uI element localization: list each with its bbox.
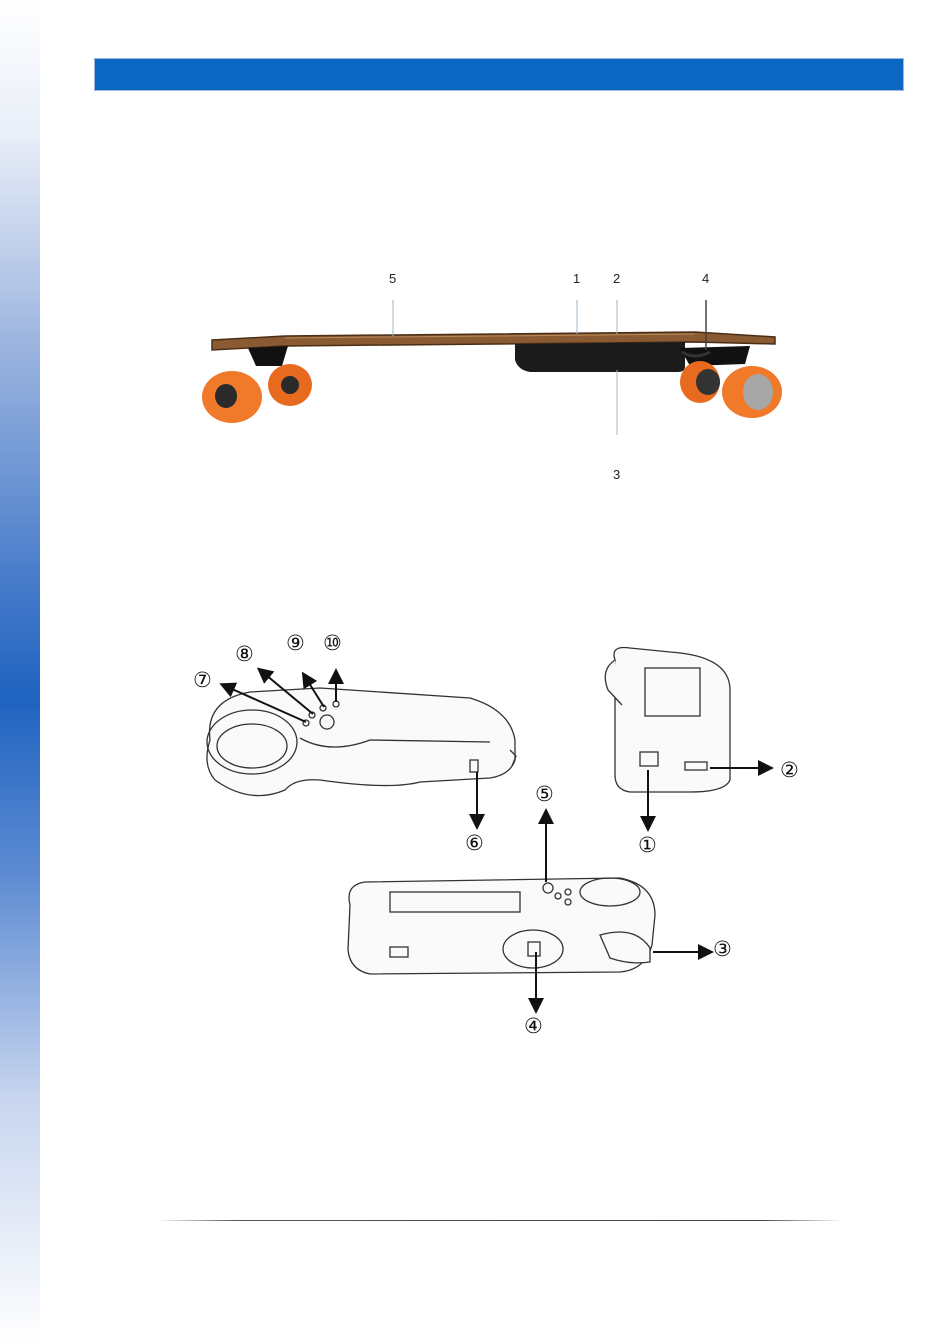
callout-8: ⑧ bbox=[235, 642, 254, 666]
section-header-bar bbox=[94, 58, 904, 91]
callout-7: ⑦ bbox=[193, 668, 212, 692]
footer-rule bbox=[155, 1220, 843, 1221]
callout-4b: ④ bbox=[524, 1014, 543, 1038]
callout-3b: ③ bbox=[713, 937, 732, 961]
callout-2: 2 bbox=[613, 271, 620, 286]
remote-side-view bbox=[348, 878, 655, 974]
skateboard-figure bbox=[190, 300, 790, 435]
callout-6: ⑥ bbox=[465, 831, 484, 855]
front-truck bbox=[248, 346, 288, 366]
battery-box bbox=[515, 342, 685, 372]
callout-1: 1 bbox=[573, 271, 580, 286]
callout-3: 3 bbox=[613, 467, 620, 482]
callout-2b: ② bbox=[780, 758, 799, 782]
callout-5: 5 bbox=[389, 271, 396, 286]
remote-top-view bbox=[207, 688, 516, 796]
remote-control-figure bbox=[190, 630, 790, 1050]
side-gradient-strip bbox=[0, 0, 40, 1344]
callout-10: ⑩ bbox=[323, 631, 342, 655]
remote-end-view bbox=[605, 648, 730, 793]
callout-5b: ⑤ bbox=[535, 782, 554, 806]
skateboard-deck bbox=[212, 332, 775, 350]
callout-4: 4 bbox=[702, 271, 709, 286]
callout-1b: ① bbox=[638, 833, 657, 857]
callout-9: ⑨ bbox=[286, 631, 305, 655]
